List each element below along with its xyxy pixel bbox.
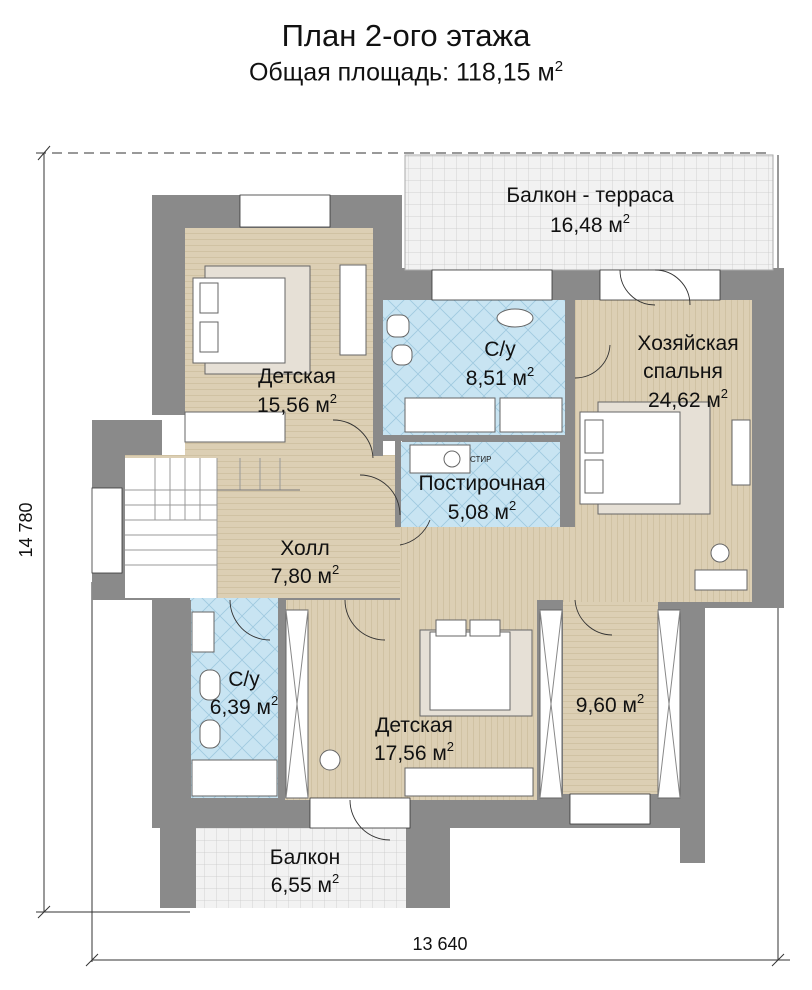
washer-label: СТИР: [470, 455, 491, 464]
area-laundry: 5,08 м2: [448, 498, 516, 524]
label-kids-2: Детская: [375, 714, 453, 737]
area-wardrobe: 9,60 м2: [576, 691, 644, 717]
label-hall: Холл: [280, 537, 330, 560]
plan-subtitle: Общая площадь: 118,15 м2: [0, 58, 812, 87]
height-dimension: 14 780: [16, 502, 36, 557]
room-labels: Балкон - терраса 16,48 м2 Детская 15,56 …: [210, 184, 739, 897]
area-terrace: 16,48 м2: [550, 211, 630, 237]
label-laundry: Постирочная: [418, 472, 545, 495]
area-bathroom-2: 6,39 м2: [210, 693, 278, 719]
label-master-1: Хозяйская: [637, 332, 738, 355]
label-terrace: Балкон - терраса: [506, 184, 674, 207]
terrace-floor: [404, 154, 774, 271]
label-kids-1: Детская: [258, 365, 336, 388]
label-balcony: Балкон: [270, 846, 340, 869]
area-bathroom-1: 8,51 м2: [466, 364, 534, 390]
total-area-sup: 2: [554, 58, 564, 75]
area-balcony: 6,55 м2: [271, 871, 339, 897]
label-master-2: спальня: [643, 360, 723, 383]
door-swings: [229, 269, 691, 841]
area-hall: 7,80 м2: [271, 562, 339, 588]
plan-title: План 2-ого этажа: [281, 18, 531, 53]
area-master: 24,62 м2: [648, 386, 728, 412]
label-bathroom-1: С/у: [484, 338, 516, 361]
balcony-floor: [196, 828, 406, 908]
label-bathroom-2: С/у: [228, 668, 260, 691]
area-kids-2: 17,56 м2: [374, 739, 454, 765]
total-area-text: Общая площадь: 118,15 м: [248, 58, 555, 87]
area-kids-1: 15,56 м2: [257, 391, 337, 417]
furniture: [125, 264, 751, 799]
width-dimension: 13 640: [412, 934, 467, 954]
